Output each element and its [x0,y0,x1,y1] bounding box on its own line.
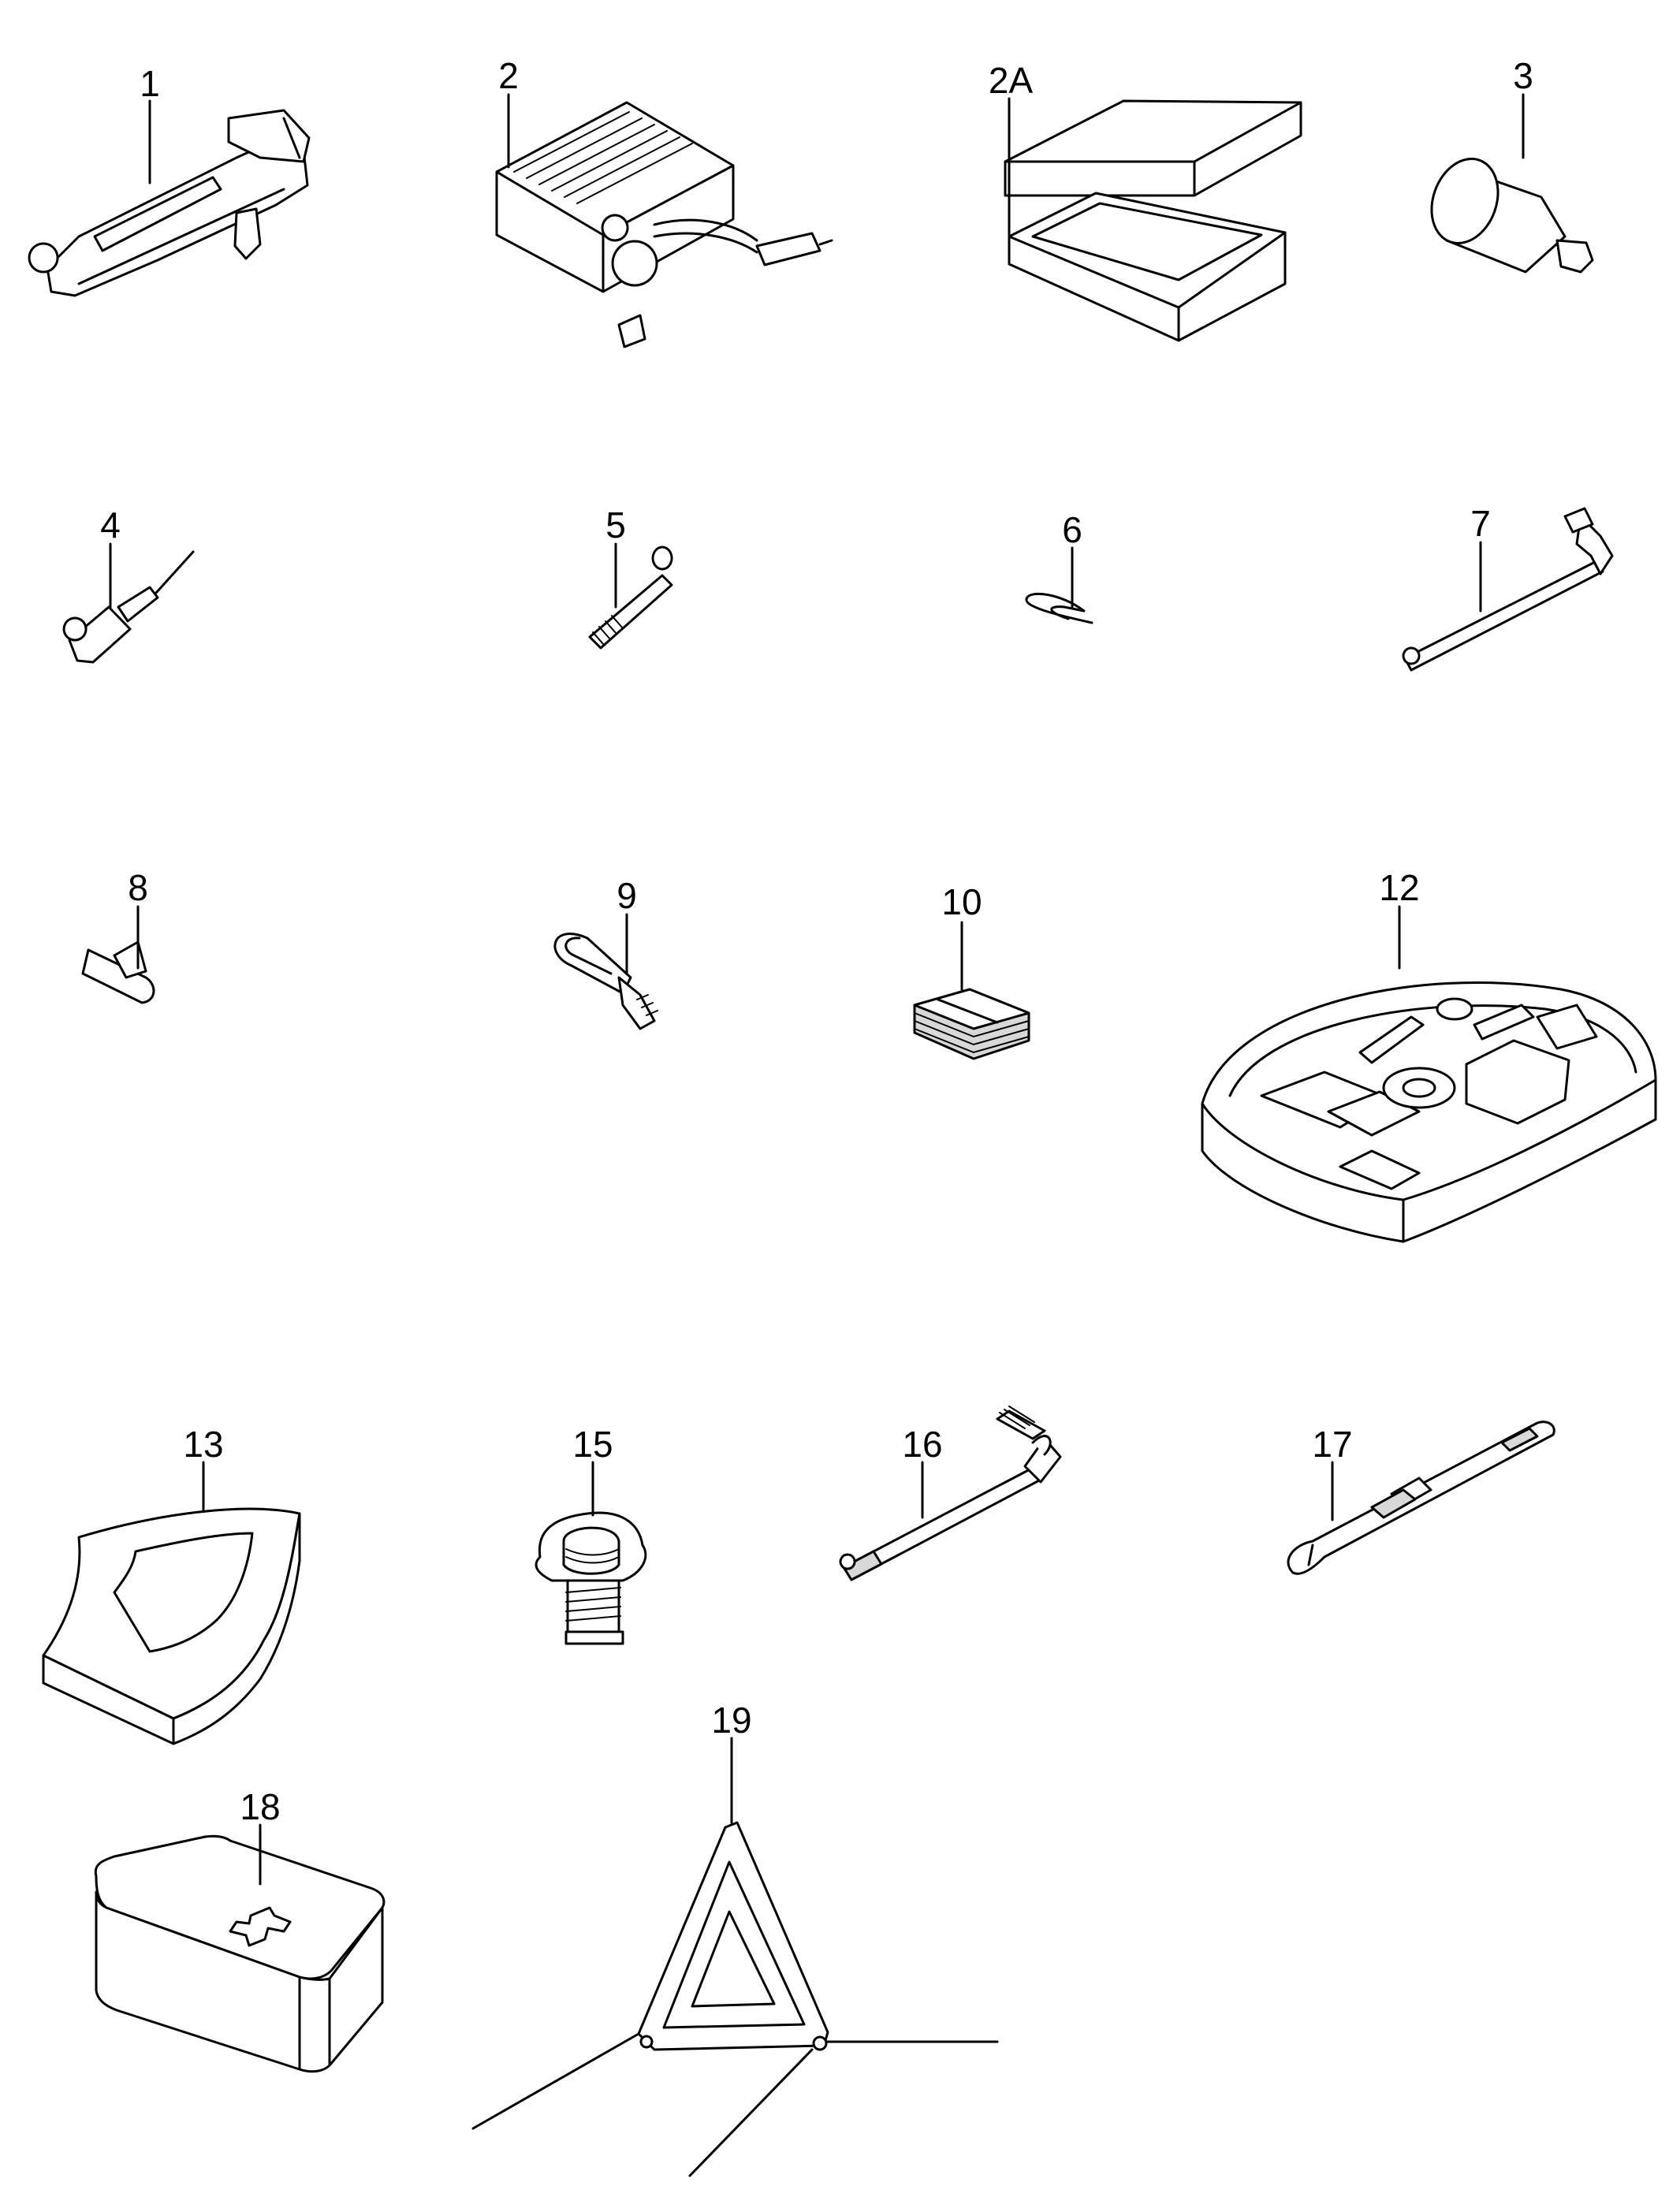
callout-10: 10 [941,881,982,922]
wing-nut-bolt-icon [535,1511,647,1645]
sticker-pack-icon [913,988,1030,1060]
screwdriver-icon [62,550,195,664]
callout-13: 13 [183,1424,223,1465]
car-jack-icon [28,109,311,297]
callout-16: 16 [902,1424,942,1465]
callout-18: 18 [240,1786,280,1827]
retaining-clip-icon [1025,592,1093,624]
sealant-bottle-icon [1430,158,1594,274]
callout-19: 19 [711,1700,751,1741]
tyre-inflator-compressor-icon [495,101,833,348]
callout-2: 2 [498,55,519,96]
tool-tray-insert-icon [1201,981,1657,1243]
callout-15: 15 [572,1424,613,1465]
callout-6: 6 [1062,509,1082,550]
callout-7: 7 [1470,503,1491,544]
callout-5: 5 [605,505,626,546]
callout-4: 4 [100,505,121,546]
u-clip-icon [81,940,155,1004]
callout-1: 1 [140,63,160,104]
first-aid-kit-icon [94,1834,386,2073]
callout-17: 17 [1312,1424,1352,1465]
threaded-pin-icon [588,546,673,650]
warning-triangle-icon [471,1821,999,2177]
towing-eye-icon [553,933,658,1030]
crank-handle-icon [839,1406,1062,1581]
callout-9: 9 [617,875,637,916]
wheel-bolt-wrench-icon [1402,507,1614,672]
foam-wedge-insert-icon [42,1507,301,1745]
hook-tool-icon [1287,1421,1555,1575]
storage-box-icon [1004,99,1302,342]
callout-12: 12 [1379,867,1419,908]
callout-8: 8 [128,867,148,908]
callout-3: 3 [1513,55,1533,96]
callout-2a: 2A [989,60,1034,101]
